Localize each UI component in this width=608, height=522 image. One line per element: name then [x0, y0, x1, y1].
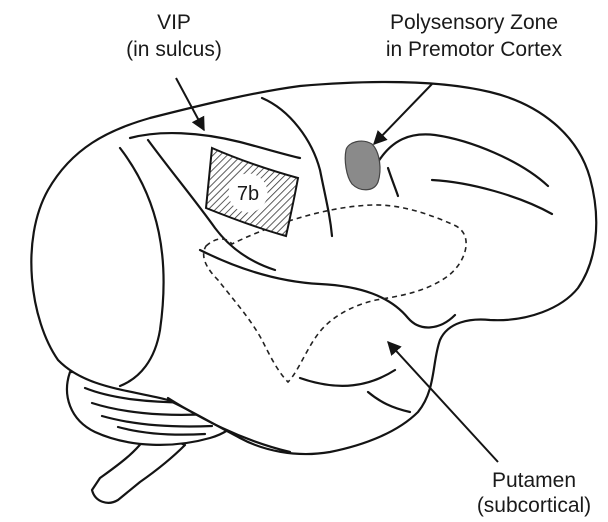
vip-label-line1: VIP [157, 11, 191, 34]
polysensory-label-line2: in Premotor Cortex [386, 38, 563, 61]
polysensory-zone-patch [345, 141, 380, 190]
area-7b-label: 7b [237, 183, 259, 205]
putamen-label-line1: Putamen [492, 469, 576, 492]
polysensory-label-line1: Polysensory Zone [390, 11, 558, 34]
vip-label-line2: (in sulcus) [126, 38, 222, 61]
putamen-label-line2: (subcortical) [477, 494, 591, 517]
